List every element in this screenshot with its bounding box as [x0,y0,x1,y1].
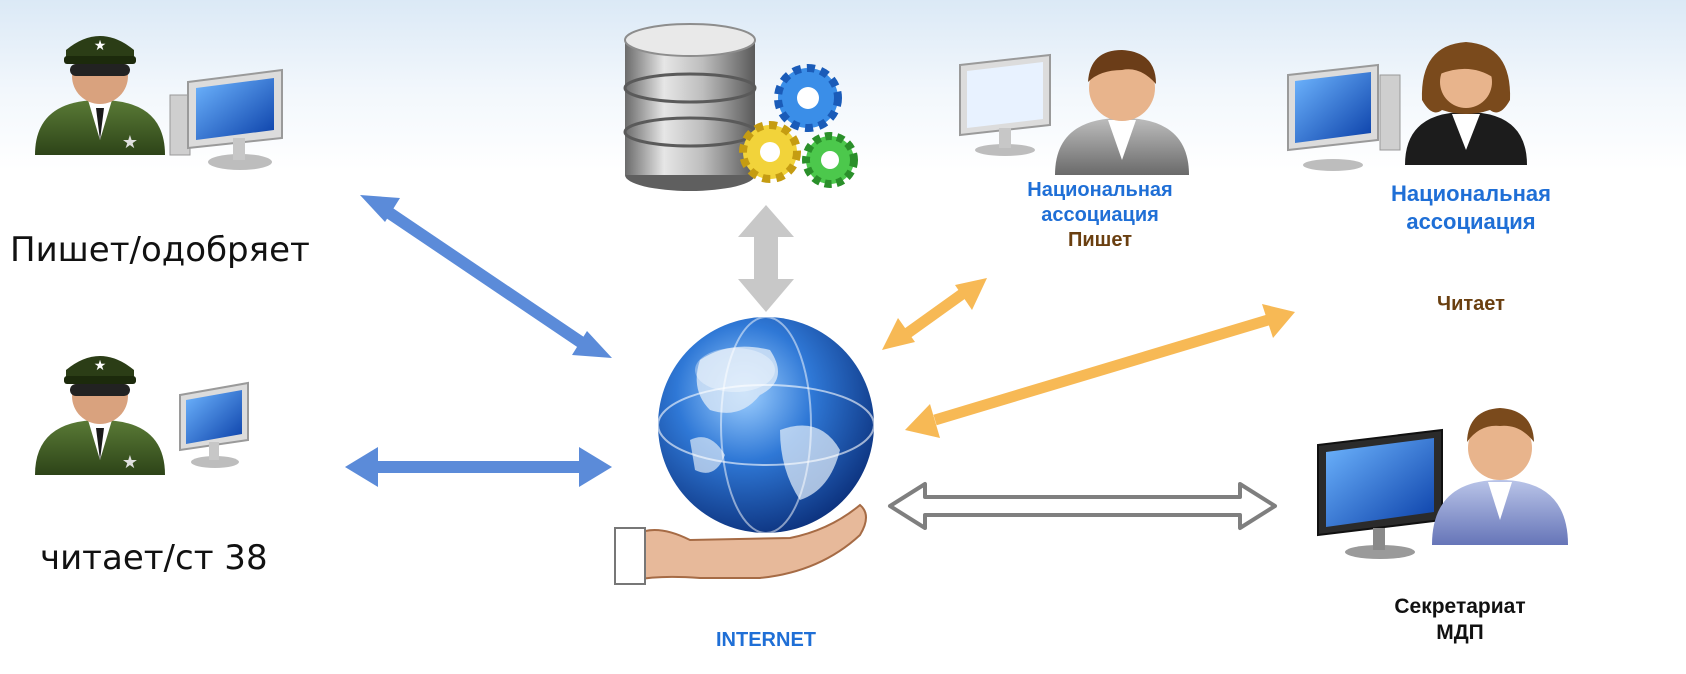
national-writer-line1: Национальная [1027,179,1173,201]
secretariat-label: Секретариат МДП [1370,594,1550,647]
arrow-national-reader-internet [905,304,1295,438]
officer-icon: ★ ★ [35,36,165,155]
monitor-icon [1317,428,1443,559]
secretariat-line1: Секретариат [1394,595,1526,618]
arrow-national-writer-internet [882,278,987,350]
man-user-icon [1055,50,1189,175]
national-reader-line2: ассоциация [1406,208,1536,234]
national-reader-line1: Национальная [1391,181,1551,206]
database-group [623,23,858,191]
officer-writer-label: Пишет/одобряет [10,230,310,270]
arrow-database-internet [738,205,794,312]
national-writer-group [959,50,1189,175]
globe-in-hand-icon [614,316,875,585]
national-reader-role: Читает [1437,293,1505,315]
monitor-icon [179,381,249,468]
svg-text:★: ★ [122,452,138,473]
secretariat-group [1317,408,1568,559]
woman-user-icon [1405,42,1527,165]
national-writer-line2: ассоциация [1041,204,1159,226]
arrow-officer-writer-internet [360,195,612,358]
officer-reader-label: читает/ст 38 [40,538,268,578]
officer-writer-group: ★ ★ [35,36,283,170]
monitor-icon [959,53,1051,156]
user-icon [1432,408,1568,545]
internet-label: INTERNET [716,629,816,651]
officer-icon: ★ ★ [35,356,165,475]
national-reader-label: Национальная ассоциация [1366,180,1576,235]
national-reader-group [1287,42,1527,171]
arrow-secretariat-internet [888,482,1277,530]
monitor-icon [169,68,283,170]
national-writer-role: Пишет [1068,229,1132,251]
secretariat-line2: МДП [1436,621,1484,645]
arrow-officer-reader-internet [345,447,612,487]
database-icon [623,23,757,191]
svg-text:★: ★ [122,132,138,153]
svg-text:★: ★ [94,358,107,374]
gears-icon [739,64,858,188]
national-writer-label: Национальная ассоциация Пишет [1000,178,1200,253]
internet-group [614,316,875,585]
officer-reader-group: ★ ★ [35,356,249,475]
svg-text:★: ★ [94,38,107,54]
monitor-icon [1287,63,1401,171]
